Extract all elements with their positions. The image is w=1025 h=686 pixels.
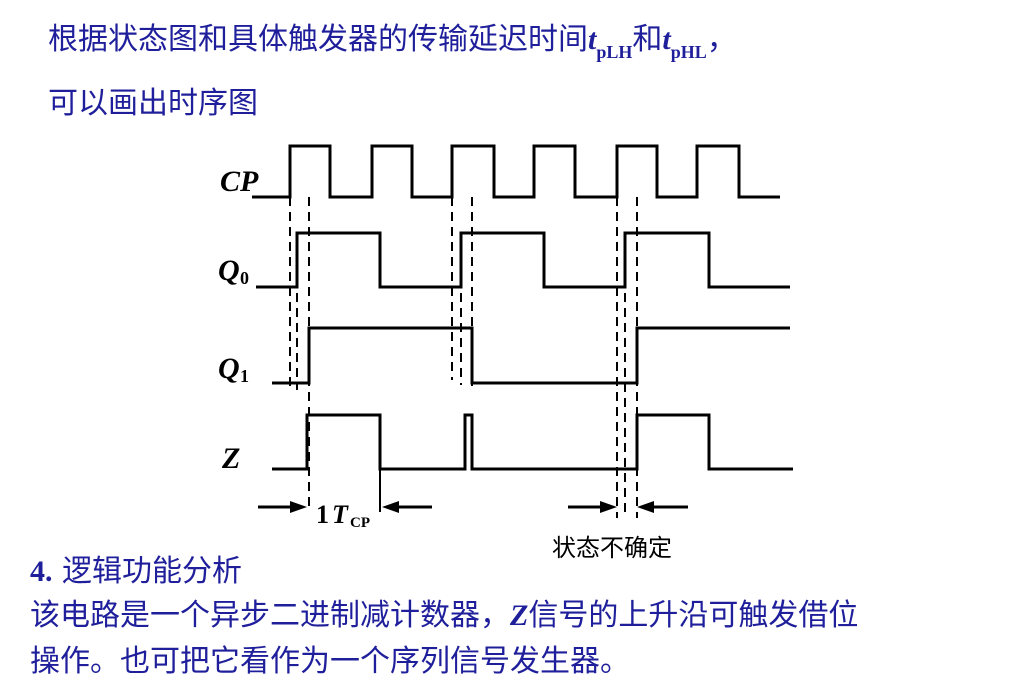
body-prefix: 该电路是一个异步二进制减计数器， — [30, 598, 510, 633]
body-line-1: 该电路是一个异步二进制减计数器，Z信号的上升沿可触发借位 — [30, 590, 858, 634]
arrow-left-1 — [382, 501, 399, 513]
arrow-left-2 — [637, 501, 654, 513]
tphl-subscript: pHL — [670, 42, 707, 62]
q0-waveform — [256, 231, 790, 289]
period-label-t: T — [332, 500, 349, 529]
heading-prefix: 根据状态图和具体触发器的传输延迟时间 — [48, 22, 588, 57]
heading-and: 和 — [632, 22, 663, 57]
heading-line-1: 根据状态图和具体触发器的传输延迟时间tpLH和tpHL， — [48, 14, 737, 62]
arrow-right-1 — [290, 501, 307, 513]
z-label: Z — [221, 442, 240, 475]
period-label-subscript: CP — [350, 515, 370, 531]
dashed-reference-lines — [289, 197, 638, 518]
section-number: 4. — [30, 555, 53, 588]
q0-label-subscript: 0 — [240, 268, 249, 288]
tplh-subscript: pLH — [596, 42, 633, 62]
body-line-2: 操作。也可把它看作为一个序列信号发生器。 — [30, 644, 630, 679]
tplh-symbol: t — [588, 23, 597, 56]
cp-label: CP — [220, 165, 259, 198]
section-title: 4. 逻辑功能分析 — [30, 546, 242, 590]
heading-suffix: ， — [706, 22, 737, 57]
section-title-text: 逻辑功能分析 — [62, 554, 243, 589]
cp-waveform — [252, 144, 780, 199]
z-waveform — [272, 413, 793, 471]
arrow-right-2 — [600, 501, 617, 513]
tphl-symbol: t — [662, 23, 671, 56]
body-suffix: 信号的上升沿可触发借位 — [528, 598, 859, 633]
q0-label: Q — [218, 254, 240, 287]
period-label-number: 1 — [316, 500, 329, 529]
body-z-symbol: Z — [510, 599, 529, 632]
q1-label-subscript: 1 — [240, 366, 249, 386]
heading-line-2: 可以画出时序图 — [48, 86, 258, 121]
q1-waveform — [272, 326, 790, 385]
uncertain-state-label: 状态不确定 — [552, 534, 672, 562]
q1-label: Q — [218, 352, 240, 385]
